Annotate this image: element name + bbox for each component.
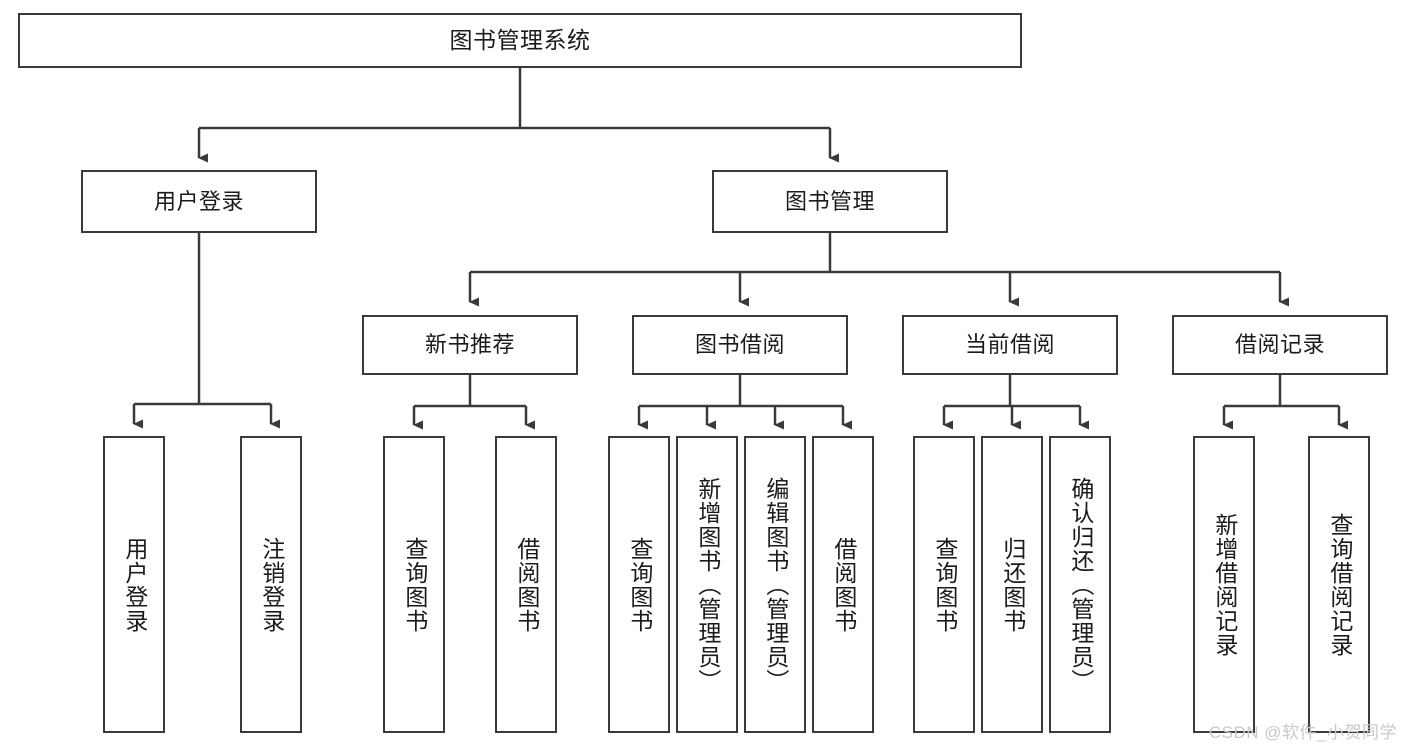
node-label: 用户登录	[153, 188, 244, 214]
leaf-query-book-3[interactable]: 查询图书	[913, 436, 975, 733]
node-root-system[interactable]: 图书管理系统	[18, 13, 1022, 68]
leaf-add-book[interactable]: 新增图书（管理员）	[676, 436, 738, 733]
leaf-query-record[interactable]: 查询借阅记录	[1308, 436, 1370, 733]
node-label: 借阅图书	[830, 536, 857, 633]
leaf-user-login[interactable]: 用户登录	[103, 436, 165, 733]
node-label: 查询图书	[401, 536, 428, 633]
node-book-borrow[interactable]: 图书借阅	[632, 315, 848, 375]
leaf-edit-book[interactable]: 编辑图书（管理员）	[744, 436, 806, 733]
node-new-book-recommend[interactable]: 新书推荐	[362, 315, 578, 375]
node-label: 当前借阅	[964, 332, 1055, 358]
leaf-user-logout[interactable]: 注销登录	[240, 436, 302, 733]
node-label: 借阅记录	[1234, 332, 1325, 358]
node-label: 确认归还（管理员）	[1067, 476, 1094, 693]
node-label: 图书借阅	[694, 332, 785, 358]
leaf-borrow-book-2[interactable]: 借阅图书	[812, 436, 874, 733]
leaf-query-book-1[interactable]: 查询图书	[383, 436, 445, 733]
node-label: 查询借阅记录	[1326, 512, 1353, 657]
node-label: 注销登录	[258, 536, 285, 633]
leaf-query-book-2[interactable]: 查询图书	[608, 436, 670, 733]
node-label: 图书管理系统	[449, 26, 591, 53]
watermark: CSDN @软件_小贺同学	[1208, 723, 1397, 742]
node-borrow-record[interactable]: 借阅记录	[1172, 315, 1388, 375]
leaf-return-book[interactable]: 归还图书	[981, 436, 1043, 733]
leaf-confirm-return[interactable]: 确认归还（管理员）	[1049, 436, 1111, 733]
node-label: 新增图书（管理员）	[694, 476, 721, 693]
leaf-borrow-book-1[interactable]: 借阅图书	[495, 436, 557, 733]
node-user-login[interactable]: 用户登录	[81, 170, 317, 233]
node-book-management[interactable]: 图书管理	[712, 170, 948, 233]
node-label: 新增借阅记录	[1211, 512, 1238, 657]
node-label: 归还图书	[999, 536, 1026, 633]
node-label: 编辑图书（管理员）	[762, 476, 789, 693]
node-label: 借阅图书	[513, 536, 540, 633]
node-label: 新书推荐	[424, 332, 515, 358]
node-label: 图书管理	[784, 188, 875, 214]
node-label: 查询图书	[626, 536, 653, 633]
node-current-borrow[interactable]: 当前借阅	[902, 315, 1118, 375]
leaf-add-record[interactable]: 新增借阅记录	[1193, 436, 1255, 733]
node-label: 查询图书	[931, 536, 958, 633]
node-label: 用户登录	[121, 536, 148, 633]
